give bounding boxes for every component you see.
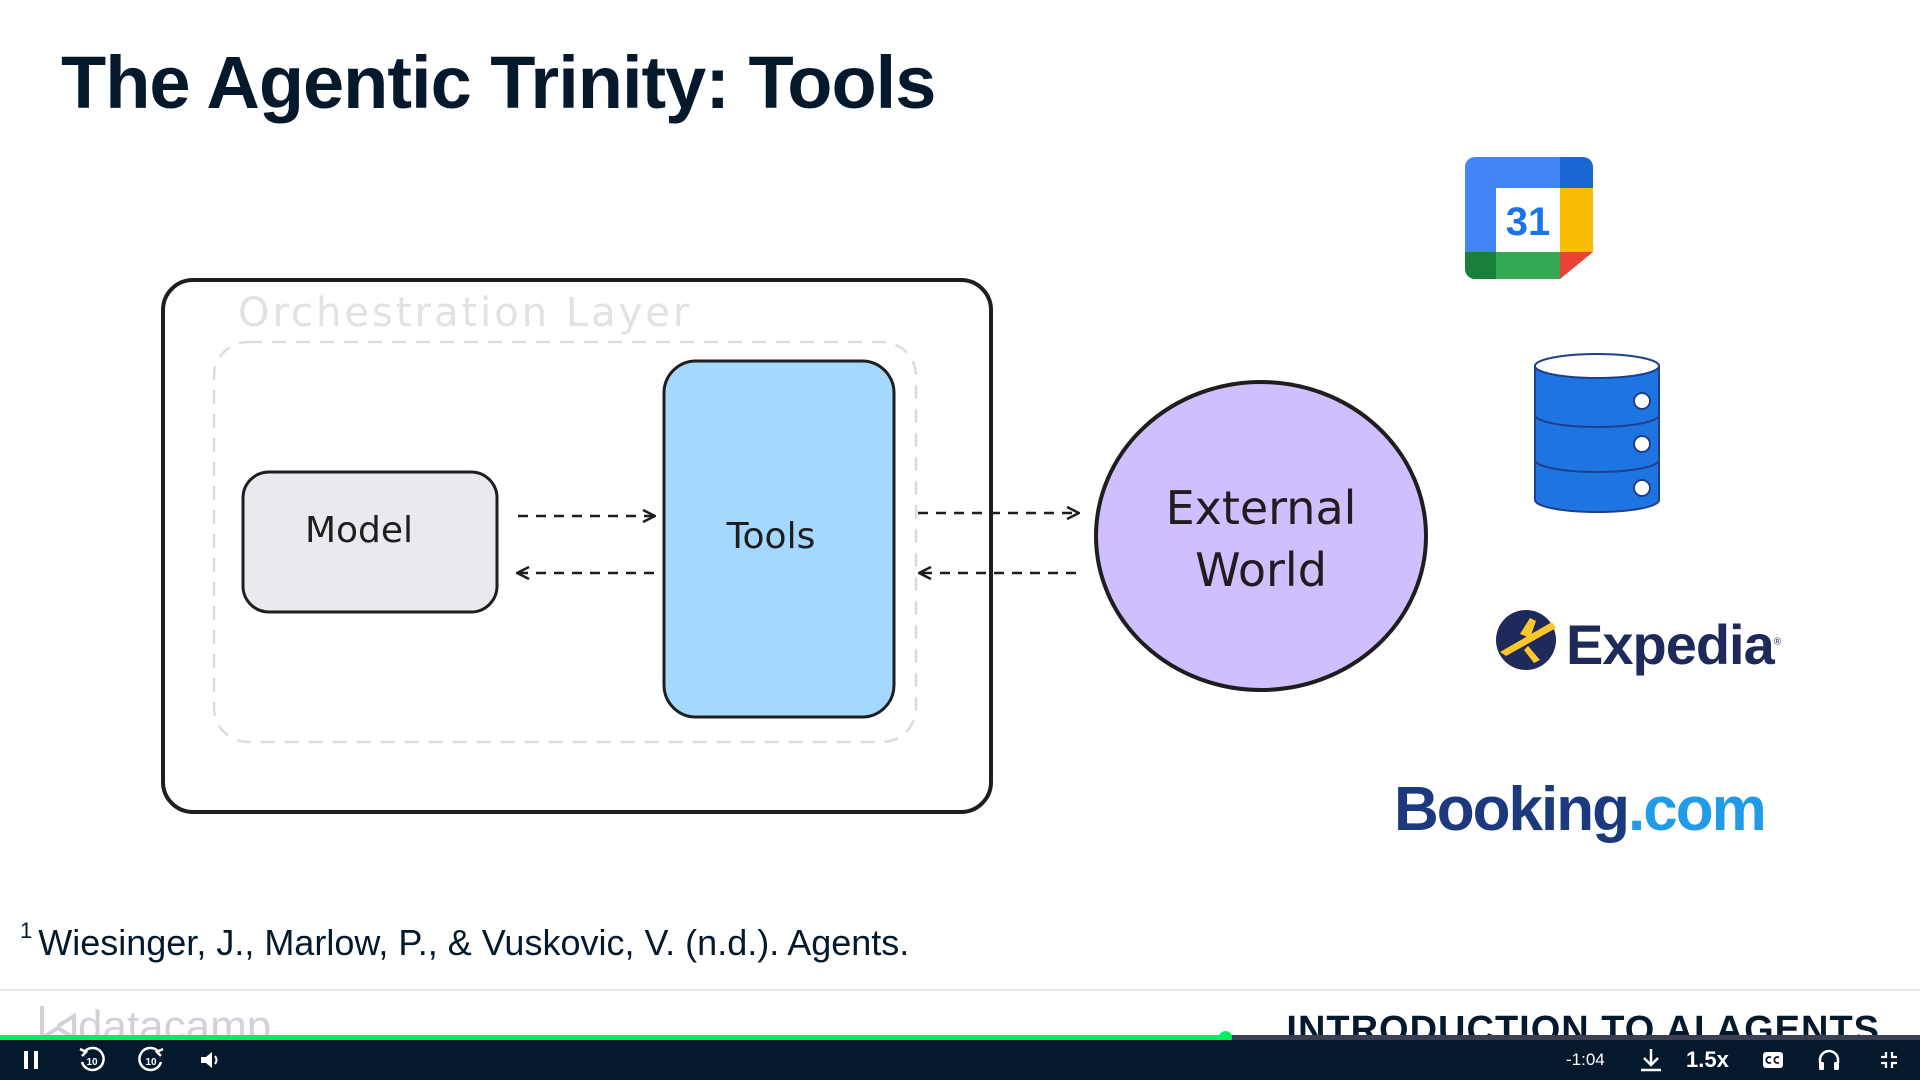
footnote-text: Wiesinger, J., Marlow, P., & Vuskovic, V… xyxy=(38,922,910,963)
playback-speed-button[interactable]: 1.5x xyxy=(1686,1047,1729,1072)
expedia-logo: Expedia® xyxy=(1566,612,1781,677)
forward-10-icon: 10 xyxy=(138,1046,164,1072)
closed-captions-icon xyxy=(1763,1052,1783,1068)
skip-forward-button[interactable]: 10 xyxy=(131,1040,171,1080)
footnote-marker: 1 xyxy=(20,918,33,943)
external-world-label-line2: World xyxy=(1195,543,1327,597)
booking-logo: Booking.com xyxy=(1394,774,1767,845)
svg-text:10: 10 xyxy=(86,1057,98,1068)
exit-fullscreen-button[interactable] xyxy=(1872,1040,1906,1080)
google-calendar-icon: 31 xyxy=(1465,157,1593,279)
datacamp-brand-text: datacamp xyxy=(78,1002,272,1038)
video-progress-fill xyxy=(0,1035,1225,1040)
svg-text:10: 10 xyxy=(145,1057,157,1068)
rewind-10-icon: 10 xyxy=(79,1046,105,1072)
captions-button[interactable] xyxy=(1756,1040,1790,1080)
external-world-circle xyxy=(1094,380,1428,692)
audio-only-button[interactable] xyxy=(1812,1040,1846,1080)
booking-logo-domain: .com xyxy=(1627,775,1767,844)
headphones-icon xyxy=(1818,1049,1840,1070)
model-box xyxy=(241,470,499,614)
time-remaining: -1:04 xyxy=(1566,1050,1605,1069)
pause-icon xyxy=(24,1051,38,1069)
orchestration-layer-box xyxy=(212,340,918,744)
course-title: INTRODUCTION TO AI AGENTS xyxy=(1286,1010,1880,1038)
skip-back-button[interactable]: 10 xyxy=(72,1040,112,1080)
expedia-registered-mark: ® xyxy=(1773,636,1781,648)
volume-button[interactable] xyxy=(195,1040,227,1080)
expedia-globe-icon xyxy=(1496,610,1556,670)
tools-box xyxy=(662,359,896,719)
download-icon xyxy=(1641,1049,1661,1072)
pause-button[interactable] xyxy=(14,1040,48,1080)
expedia-logo-text: Expedia xyxy=(1566,613,1775,676)
orchestration-layer-label: Orchestration Layer xyxy=(238,290,692,336)
video-player-controls: 10 10 -1:04 1.5x xyxy=(0,1040,1920,1080)
datacamp-brand: datacamp xyxy=(38,1002,271,1038)
datacamp-logo-icon xyxy=(38,1002,78,1038)
calendar-day-number: 31 xyxy=(1506,200,1551,244)
booking-logo-name: Booking xyxy=(1394,775,1630,844)
database-icon xyxy=(1534,353,1660,513)
tools-label: Tools xyxy=(726,516,816,557)
download-button[interactable] xyxy=(1634,1040,1668,1080)
model-label: Model xyxy=(305,510,413,551)
external-world-label-line1: External xyxy=(1166,481,1357,535)
exit-fullscreen-icon xyxy=(1881,1052,1897,1068)
footer-divider xyxy=(0,989,1920,991)
outer-frame xyxy=(161,278,993,814)
slide-title: The Agentic Trinity: Tools xyxy=(61,41,936,124)
volume-icon xyxy=(201,1052,218,1068)
